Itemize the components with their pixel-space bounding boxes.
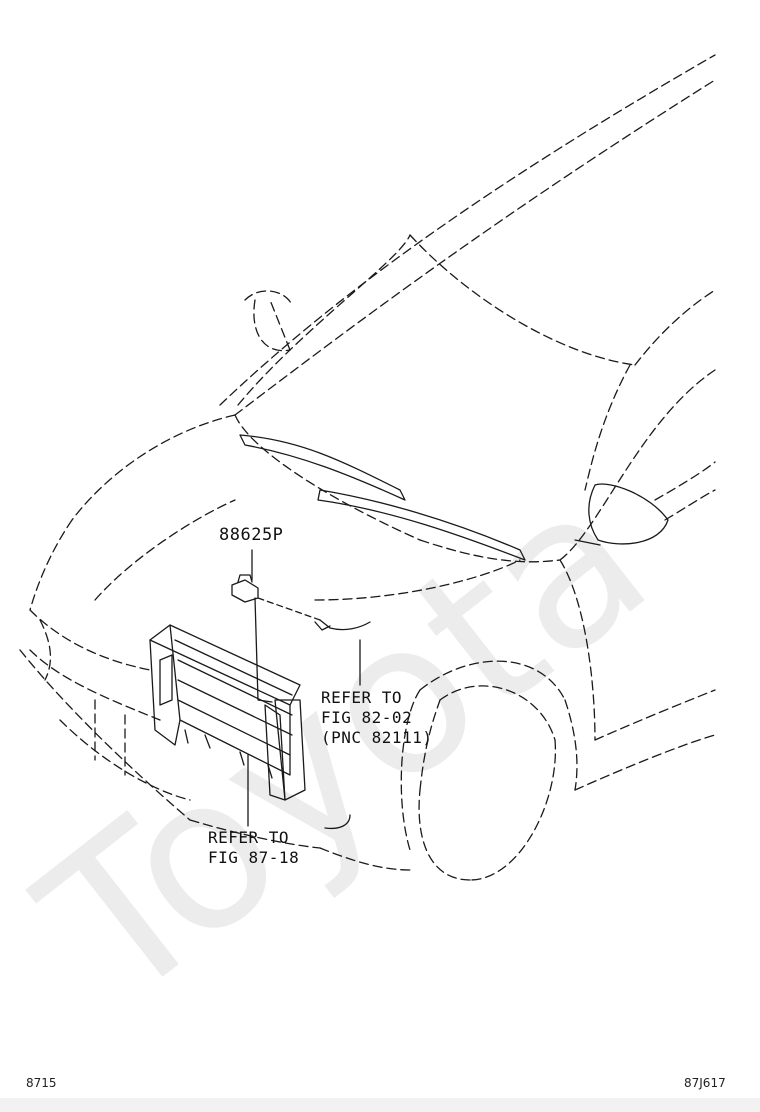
callout-fig-82-line3: (PNC 82111): [321, 728, 433, 747]
condenser-assembly: [149, 624, 306, 801]
car-body-outline: [19, 54, 716, 881]
leader-lines: [247, 549, 371, 830]
ambient-sensor: [231, 574, 259, 603]
wiper-arms: [239, 434, 526, 561]
footer-band: [0, 1098, 760, 1112]
side-mirror: [574, 483, 669, 546]
page-code-right: 87J617: [684, 1076, 726, 1090]
callout-fig-82-line2: FIG 82-02: [321, 708, 413, 727]
page-code-left: 8715: [26, 1076, 57, 1090]
callout-fig-82-line1: REFER TO: [321, 688, 403, 707]
callout-fig-87-line2: FIG 87-18: [208, 848, 300, 867]
callout-fig-87-line1: REFER TO: [208, 828, 290, 847]
part-number-label: 88625P: [219, 525, 284, 545]
